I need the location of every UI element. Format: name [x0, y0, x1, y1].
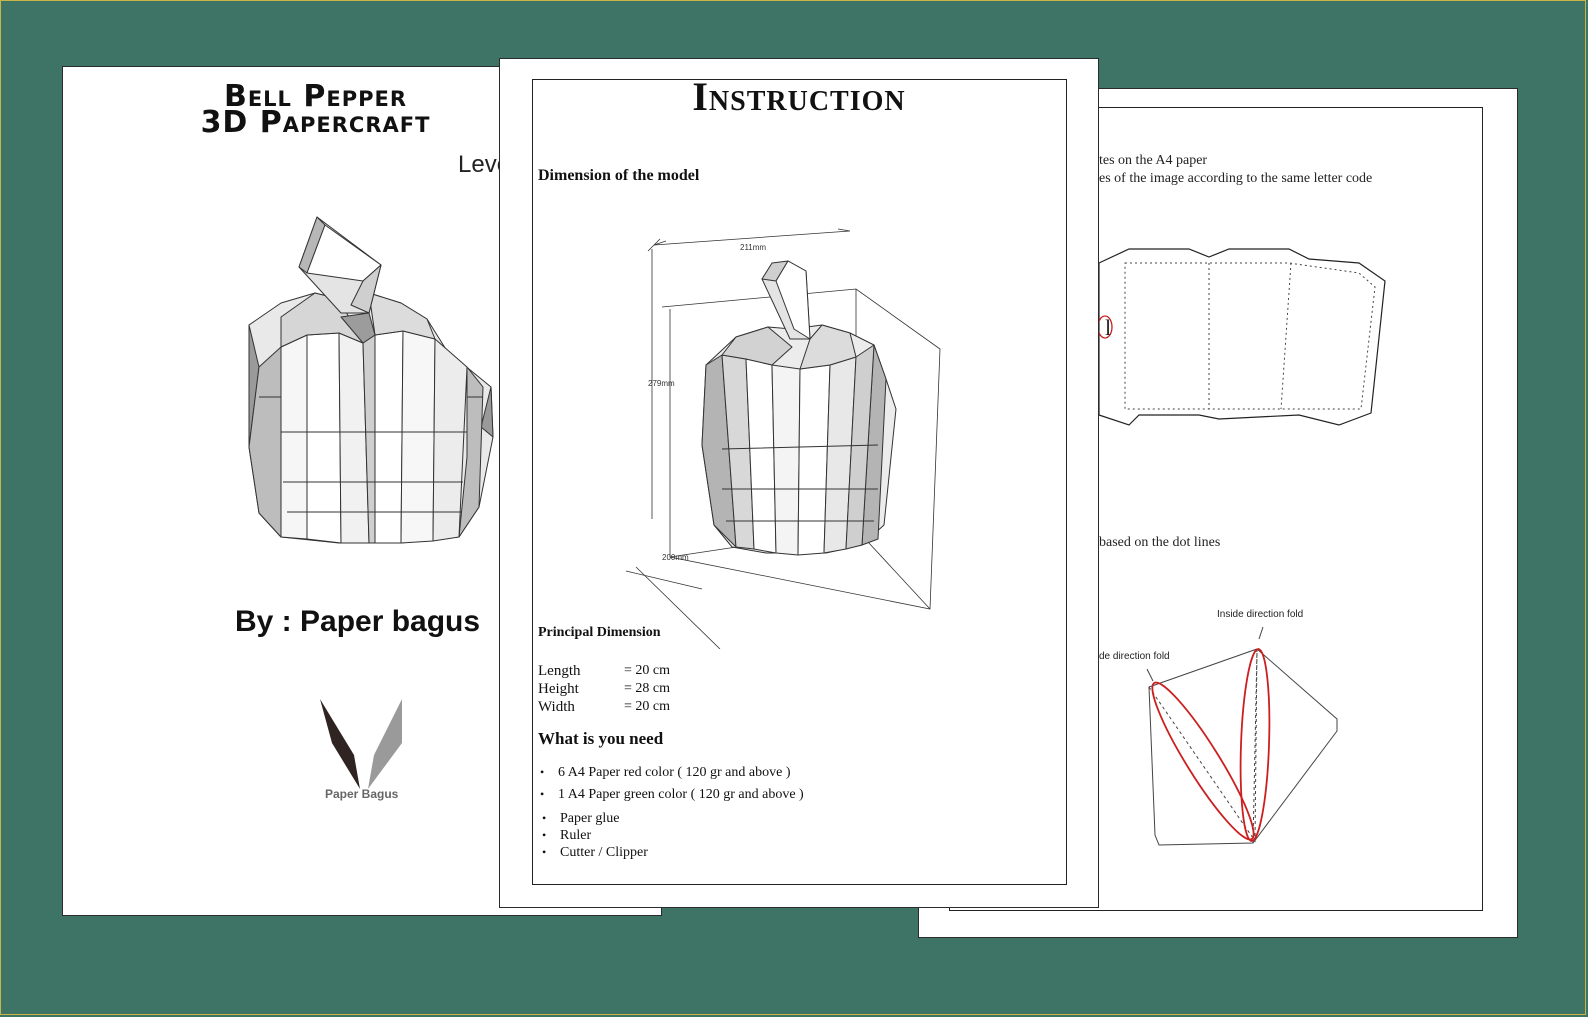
- needs-list: 6 A4 Paper red color ( 120 gr and above …: [540, 765, 806, 861]
- paper-bagus-logo-icon: [320, 699, 402, 789]
- dimension-value: = 28 cm: [624, 681, 670, 696]
- principal-dimension-heading: Principal Dimension: [538, 625, 661, 640]
- cover-byline: By : Paper bagus: [235, 605, 481, 638]
- instruction-page: Instruction Dimension of the model 2: [499, 58, 1099, 908]
- list-item: 6 A4 Paper red color ( 120 gr and above …: [540, 765, 804, 781]
- step-partial-code: l: [1105, 315, 1112, 340]
- cover-title-line2: 3D Papercraft: [200, 105, 431, 140]
- dimension-value: = 20 cm: [624, 663, 670, 678]
- diagram-label-top: 211mm: [740, 243, 767, 252]
- dimension-row-length: Length = 20 cm: [538, 663, 670, 680]
- dimension-label: Length: [538, 663, 581, 679]
- list-item: Paper glue: [542, 811, 806, 827]
- diagram-label-depth: 200mm: [662, 553, 689, 562]
- dimension-diagram: [625, 228, 941, 649]
- dimension-value: = 20 cm: [624, 699, 670, 714]
- step-text-a4: tes on the A4 paper: [1099, 153, 1208, 168]
- dimension-row-height: Height = 28 cm: [538, 681, 670, 698]
- dimension-heading: Dimension of the model: [538, 167, 700, 184]
- step-text-letter-code: es of the image according to the same le…: [1099, 171, 1373, 186]
- instruction-title: Instruction: [692, 74, 906, 119]
- cover-title-line1: Bell Pepper: [223, 79, 408, 114]
- list-item: Ruler: [542, 828, 806, 844]
- fold-label-inside: Inside direction fold: [1217, 609, 1304, 620]
- fold-label-outside: de direction fold: [1099, 651, 1170, 662]
- list-item: 1 A4 Paper green color ( 120 gr and abov…: [540, 787, 804, 803]
- diagram-label-side: 279mm: [648, 379, 675, 388]
- dimension-label: Height: [538, 681, 579, 697]
- step-text-dot-lines: based on the dot lines: [1099, 535, 1221, 550]
- need-heading: What is you need: [538, 729, 664, 748]
- logo-text: Paper Bagus: [325, 787, 399, 801]
- dimension-row-width: Width = 20 cm: [538, 699, 670, 716]
- dimension-label: Width: [538, 699, 575, 715]
- list-item: Cutter / Clipper: [542, 845, 806, 861]
- fold-diagram: [1146, 626, 1338, 846]
- instruction-page-frame: [532, 79, 1067, 885]
- bell-pepper-illustration: [248, 216, 494, 544]
